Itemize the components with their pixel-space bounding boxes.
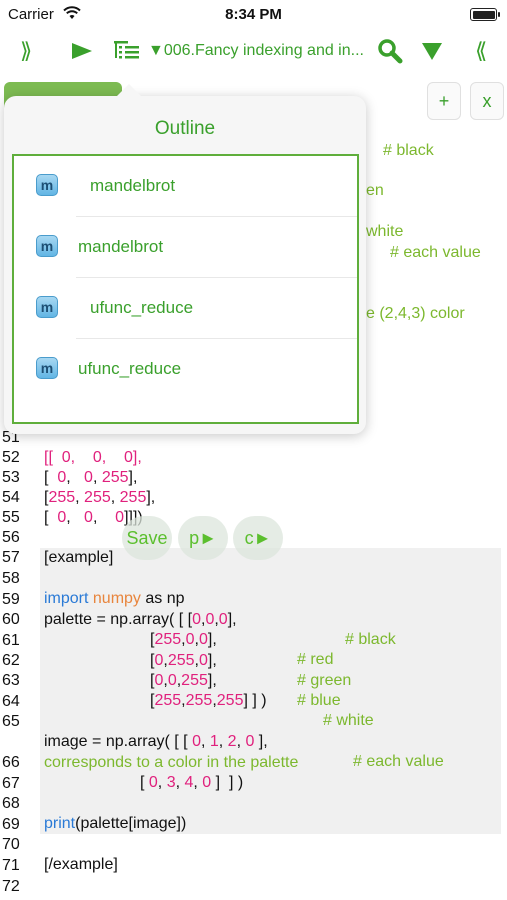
example-block-bg bbox=[40, 548, 501, 834]
code-editor[interactable]: 51 [[ 0, 0, 0], 52 [ 0, 0, 255], 53 [255… bbox=[0, 122, 507, 900]
code-line: [/example] bbox=[44, 856, 118, 873]
outline-item-label: mandelbrot bbox=[90, 176, 176, 195]
dropdown-button[interactable] bbox=[420, 40, 444, 67]
line-number: 60 bbox=[2, 611, 20, 628]
outline-item-label: ufunc_reduce bbox=[78, 359, 182, 378]
line-number: 64 bbox=[2, 693, 20, 710]
line-number: 52 bbox=[2, 449, 20, 466]
line-number: 70 bbox=[2, 836, 20, 853]
run-p-button[interactable]: p► bbox=[178, 516, 228, 560]
line-number: 63 bbox=[2, 672, 20, 689]
line-number: 53 bbox=[2, 469, 20, 486]
code-comment: # green bbox=[297, 672, 352, 689]
file-title-dropdown[interactable]: ▼006.Fancy indexing and in... bbox=[148, 42, 364, 59]
triangle-down-icon bbox=[422, 43, 442, 60]
code-line: [ 0, 0, 255], bbox=[44, 469, 138, 486]
code-comment: # white bbox=[323, 712, 374, 729]
code-comment: # black bbox=[383, 142, 434, 159]
line-number: 62 bbox=[2, 652, 20, 669]
line-number: 66 bbox=[2, 754, 20, 771]
line-number: 61 bbox=[2, 632, 20, 649]
code-line: image = np.array( [ [ 0, 1, 2, 0 ], bbox=[44, 733, 268, 750]
wifi-icon bbox=[63, 6, 81, 24]
popover-title: Outline bbox=[154, 118, 216, 139]
method-icon: m bbox=[36, 357, 58, 379]
code-line: [255,255,255] ] ) bbox=[150, 692, 267, 709]
code-comment: # blue bbox=[297, 692, 341, 709]
line-number: 58 bbox=[2, 570, 20, 587]
code-comment: # black bbox=[345, 631, 396, 648]
carrier-label: Carrier bbox=[8, 6, 54, 23]
toolbar: ⟫ ▼006.Fancy indexing and in... ⟪ bbox=[0, 30, 507, 74]
method-icon: m bbox=[36, 296, 58, 318]
outline-item-label: mandelbrot bbox=[78, 237, 164, 256]
line-number: 59 bbox=[2, 591, 20, 608]
outline-item[interactable]: m ufunc_reduce bbox=[14, 339, 357, 400]
line-number: 54 bbox=[2, 489, 20, 506]
expand-left-button[interactable]: ⟫ bbox=[20, 38, 33, 63]
battery-icon bbox=[470, 8, 500, 21]
run-button[interactable] bbox=[70, 40, 94, 67]
code-comment: # each value bbox=[390, 244, 481, 261]
search-icon bbox=[378, 39, 403, 64]
line-number: 56 bbox=[2, 529, 20, 546]
popover-arrow bbox=[116, 84, 142, 97]
code-line: print(palette[image]) bbox=[44, 815, 187, 832]
code-comment: corresponds to a color in the palette bbox=[44, 754, 299, 771]
code-comment: # each value bbox=[353, 753, 444, 770]
code-line: [255, 255, 255], bbox=[44, 489, 156, 506]
run-c-button[interactable]: c► bbox=[233, 516, 283, 560]
code-comment: e (2,4,3) color bbox=[366, 305, 465, 322]
outline-popover: Outline m mandelbrot m mandelbrot m ufun… bbox=[4, 84, 366, 434]
line-number: 68 bbox=[2, 795, 20, 812]
outline-item[interactable]: m mandelbrot bbox=[14, 217, 357, 278]
outline-item[interactable]: m mandelbrot bbox=[14, 156, 357, 217]
line-number: 55 bbox=[2, 509, 20, 526]
method-icon: m bbox=[36, 235, 58, 257]
line-number: 72 bbox=[2, 878, 20, 895]
line-number: 65 bbox=[2, 713, 20, 730]
status-bar: Carrier 8:34 PM bbox=[0, 0, 507, 30]
code-line: [ 0, 3, 4, 0 ] ] ) bbox=[140, 774, 244, 791]
outline-item-label: ufunc_reduce bbox=[90, 298, 194, 317]
code-line: [0,0,255], bbox=[150, 672, 217, 689]
expand-right-button[interactable]: ⟪ bbox=[475, 38, 488, 63]
code-line: [[ 0, 0, 0], bbox=[44, 449, 142, 466]
code-line: [example] bbox=[44, 549, 114, 566]
clock: 8:34 PM bbox=[225, 6, 282, 23]
code-comment: # red bbox=[297, 651, 334, 668]
outline-list-icon bbox=[114, 41, 139, 59]
line-number: 67 bbox=[2, 775, 20, 792]
outline-list: m mandelbrot m mandelbrot m ufunc_reduce… bbox=[12, 154, 359, 424]
search-button[interactable] bbox=[377, 38, 403, 69]
code-comment: en bbox=[366, 182, 384, 199]
line-number: 57 bbox=[2, 549, 20, 566]
code-line: palette = np.array( [ [0,0,0], bbox=[44, 611, 237, 628]
outline-item[interactable]: m ufunc_reduce bbox=[14, 278, 357, 339]
save-button[interactable]: Save bbox=[122, 516, 172, 560]
add-tab-button[interactable]: + bbox=[427, 82, 461, 120]
code-comment: white bbox=[366, 223, 404, 240]
code-line: import numpy as np bbox=[44, 590, 185, 607]
close-tab-button[interactable]: x bbox=[470, 82, 504, 120]
outline-button[interactable] bbox=[114, 40, 140, 67]
line-number: 69 bbox=[2, 816, 20, 833]
play-icon bbox=[72, 43, 92, 59]
code-line: [0,255,0], bbox=[150, 652, 217, 669]
code-line: [255,0,0], bbox=[150, 631, 217, 648]
line-number: 71 bbox=[2, 857, 20, 874]
method-icon: m bbox=[36, 174, 58, 196]
